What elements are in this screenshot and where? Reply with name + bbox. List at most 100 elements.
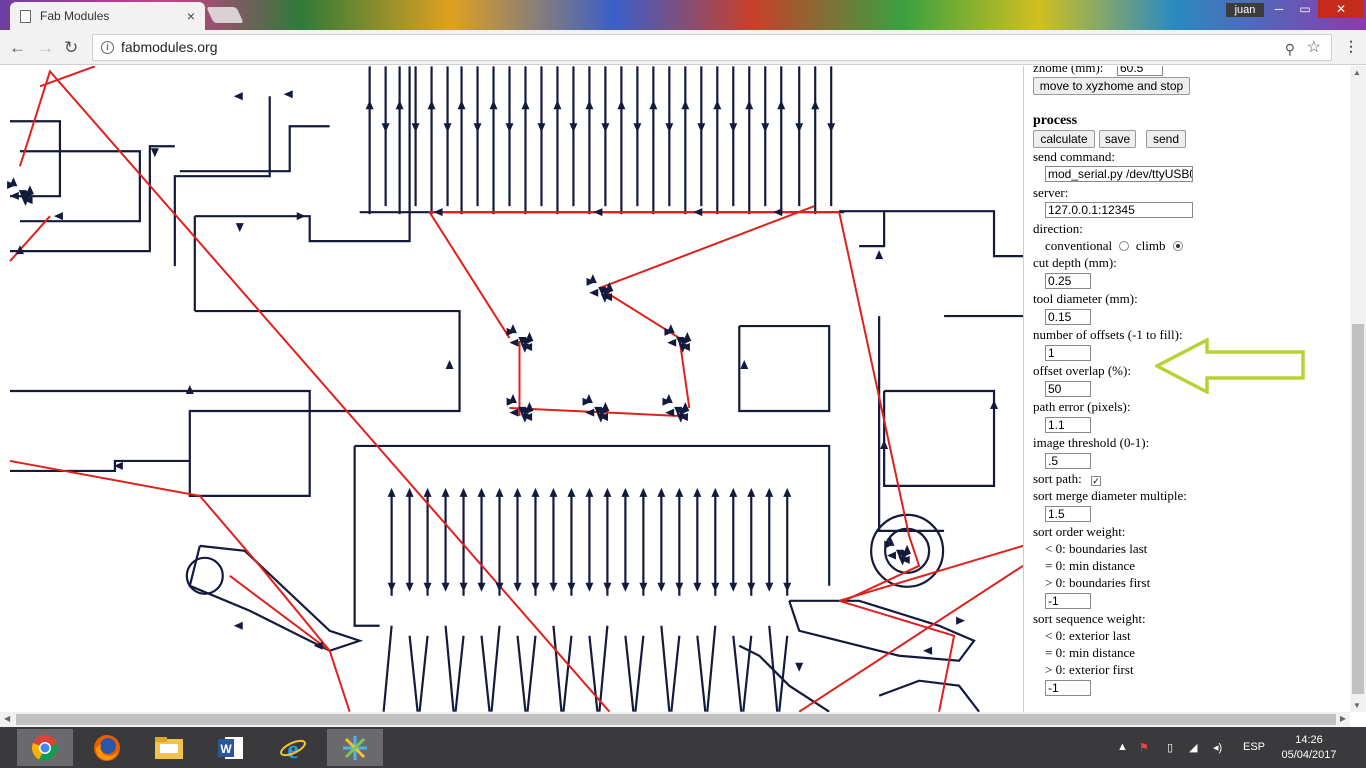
volume-icon[interactable]: ◂): [1213, 742, 1223, 754]
climb-radio[interactable]: [1172, 241, 1183, 251]
info-icon[interactable]: i: [101, 41, 114, 54]
offsets-input[interactable]: 1: [1045, 345, 1091, 361]
vertical-scroll-thumb[interactable]: [1352, 324, 1364, 694]
toolpath-trace: [526, 635, 537, 712]
toolpath-trace: [9, 145, 175, 253]
sort-path-checkbox[interactable]: ✓: [1091, 476, 1101, 486]
path-direction-marker: [585, 487, 594, 497]
toolpath-trace: [732, 635, 743, 712]
send-button[interactable]: send: [1146, 130, 1186, 148]
toolpath-trace: [696, 635, 707, 712]
toolpath-trace: [778, 635, 789, 712]
toolpath-trace: [552, 625, 563, 712]
toolpath-canvas[interactable]: [0, 66, 1024, 712]
tool-diameter-input[interactable]: 0.15: [1045, 309, 1091, 325]
path-direction-marker: [740, 360, 749, 370]
cut-depth-input[interactable]: 0.25: [1045, 273, 1091, 289]
toolpath-trace: [660, 625, 671, 712]
path-direction-marker: [233, 621, 243, 630]
path-direction-marker: [601, 123, 610, 133]
path-direction-marker: [588, 274, 597, 284]
toolpath-trace: [19, 150, 141, 223]
rapid-move: [428, 211, 511, 339]
toolpath-trace: [516, 635, 527, 712]
vertical-scrollbar[interactable]: ▲ ▼: [1350, 66, 1366, 712]
sort-seq-input[interactable]: -1: [1045, 680, 1091, 696]
save-button[interactable]: save: [1099, 130, 1136, 148]
path-direction-marker: [53, 212, 63, 221]
path-direction-marker: [296, 212, 306, 221]
zhome-input[interactable]: 60.5: [1117, 66, 1163, 76]
language-indicator[interactable]: ESP: [1243, 741, 1266, 753]
reload-button[interactable]: ↻: [64, 38, 79, 57]
path-direction-marker: [283, 90, 293, 99]
path-error-input[interactable]: 1.1: [1045, 417, 1091, 433]
browser-tab[interactable]: Fab Modules ×: [10, 2, 205, 30]
annotation-arrow-icon: [1155, 338, 1305, 394]
tab-close-icon[interactable]: ×: [186, 8, 195, 24]
sort-merge-input[interactable]: 1.5: [1045, 506, 1091, 522]
file-explorer-taskbar-icon[interactable]: [141, 729, 197, 766]
bookmark-star-icon[interactable]: ☆: [1306, 39, 1321, 56]
path-direction-marker: [567, 487, 576, 497]
firefox-taskbar-icon[interactable]: [79, 729, 135, 766]
horizontal-scroll-thumb[interactable]: [16, 714, 1336, 725]
path-direction-marker: [405, 582, 414, 592]
path-direction-marker: [665, 123, 674, 133]
overlap-input[interactable]: 50: [1045, 381, 1091, 397]
rapid-move: [19, 69, 611, 712]
forward-button[interactable]: →: [37, 38, 54, 57]
toolpath-trace: [408, 635, 419, 712]
threshold-input[interactable]: .5: [1045, 453, 1091, 469]
toolpath-pad: [185, 556, 224, 595]
sort-seq-option: < 0: exterior last: [1045, 628, 1131, 643]
path-direction-marker: [495, 582, 504, 592]
sort-order-input[interactable]: -1: [1045, 593, 1091, 609]
profile-button[interactable]: juan: [1226, 3, 1264, 17]
action-center-icon[interactable]: ⚑: [1139, 742, 1149, 754]
server-input[interactable]: 127.0.0.1:12345: [1045, 202, 1193, 218]
scroll-up-icon[interactable]: ▲: [1353, 68, 1361, 77]
path-direction-marker: [433, 208, 443, 217]
move-xyzhome-button[interactable]: move to xyzhome and stop: [1033, 77, 1190, 95]
path-direction-marker: [747, 487, 756, 497]
maximize-button[interactable]: ▭: [1299, 2, 1311, 16]
horizontal-scrollbar[interactable]: ◀ ▶: [0, 712, 1350, 727]
network-icon[interactable]: ◢: [1189, 742, 1198, 754]
direction-label: direction:: [1033, 221, 1083, 236]
sort-path-label: sort path:: [1033, 471, 1082, 486]
chrome-taskbar-icon[interactable]: [17, 729, 73, 766]
send-command-input[interactable]: mod_serial.py /dev/ttyUSB0: [1045, 166, 1193, 182]
path-direction-marker: [509, 408, 519, 417]
tool-diameter-label: tool diameter (mm):: [1033, 291, 1138, 306]
app-taskbar-icon[interactable]: [327, 729, 383, 766]
toolpath-trace: [490, 625, 501, 712]
climb-label: climb: [1135, 238, 1166, 253]
conventional-radio[interactable]: [1119, 241, 1130, 251]
back-button[interactable]: ←: [9, 38, 26, 57]
path-direction-marker: [603, 293, 613, 302]
calculate-button[interactable]: calculate: [1033, 130, 1095, 148]
clock[interactable]: 14:26 05/04/2017: [1281, 733, 1337, 763]
minimize-button[interactable]: ─: [1274, 2, 1284, 16]
new-tab-button[interactable]: [206, 7, 244, 23]
path-direction-marker: [549, 582, 558, 592]
battery-icon[interactable]: ▯: [1167, 742, 1174, 754]
show-hidden-icon[interactable]: ▲: [1117, 741, 1128, 753]
zoom-icon[interactable]: ⚲: [1284, 41, 1295, 57]
internet-explorer-taskbar-icon[interactable]: e: [265, 729, 321, 766]
scroll-right-icon[interactable]: ▶: [1339, 714, 1346, 723]
path-direction-marker: [599, 406, 609, 415]
scroll-left-icon[interactable]: ◀: [4, 714, 11, 723]
chrome-menu-icon[interactable]: ⋮: [1344, 38, 1358, 54]
address-bar[interactable]: i fabmodules.org ⚲ ☆: [92, 34, 1332, 61]
toolpath-trace: [738, 644, 830, 712]
path-direction-marker: [639, 582, 648, 592]
word-taskbar-icon[interactable]: W: [203, 729, 259, 766]
close-window-button[interactable]: ✕: [1318, 0, 1364, 18]
path-direction-marker: [711, 487, 720, 497]
scroll-down-icon[interactable]: ▼: [1353, 701, 1361, 710]
conventional-label: conventional: [1045, 238, 1113, 253]
path-direction-marker: [603, 286, 613, 295]
path-direction-marker: [664, 394, 673, 404]
